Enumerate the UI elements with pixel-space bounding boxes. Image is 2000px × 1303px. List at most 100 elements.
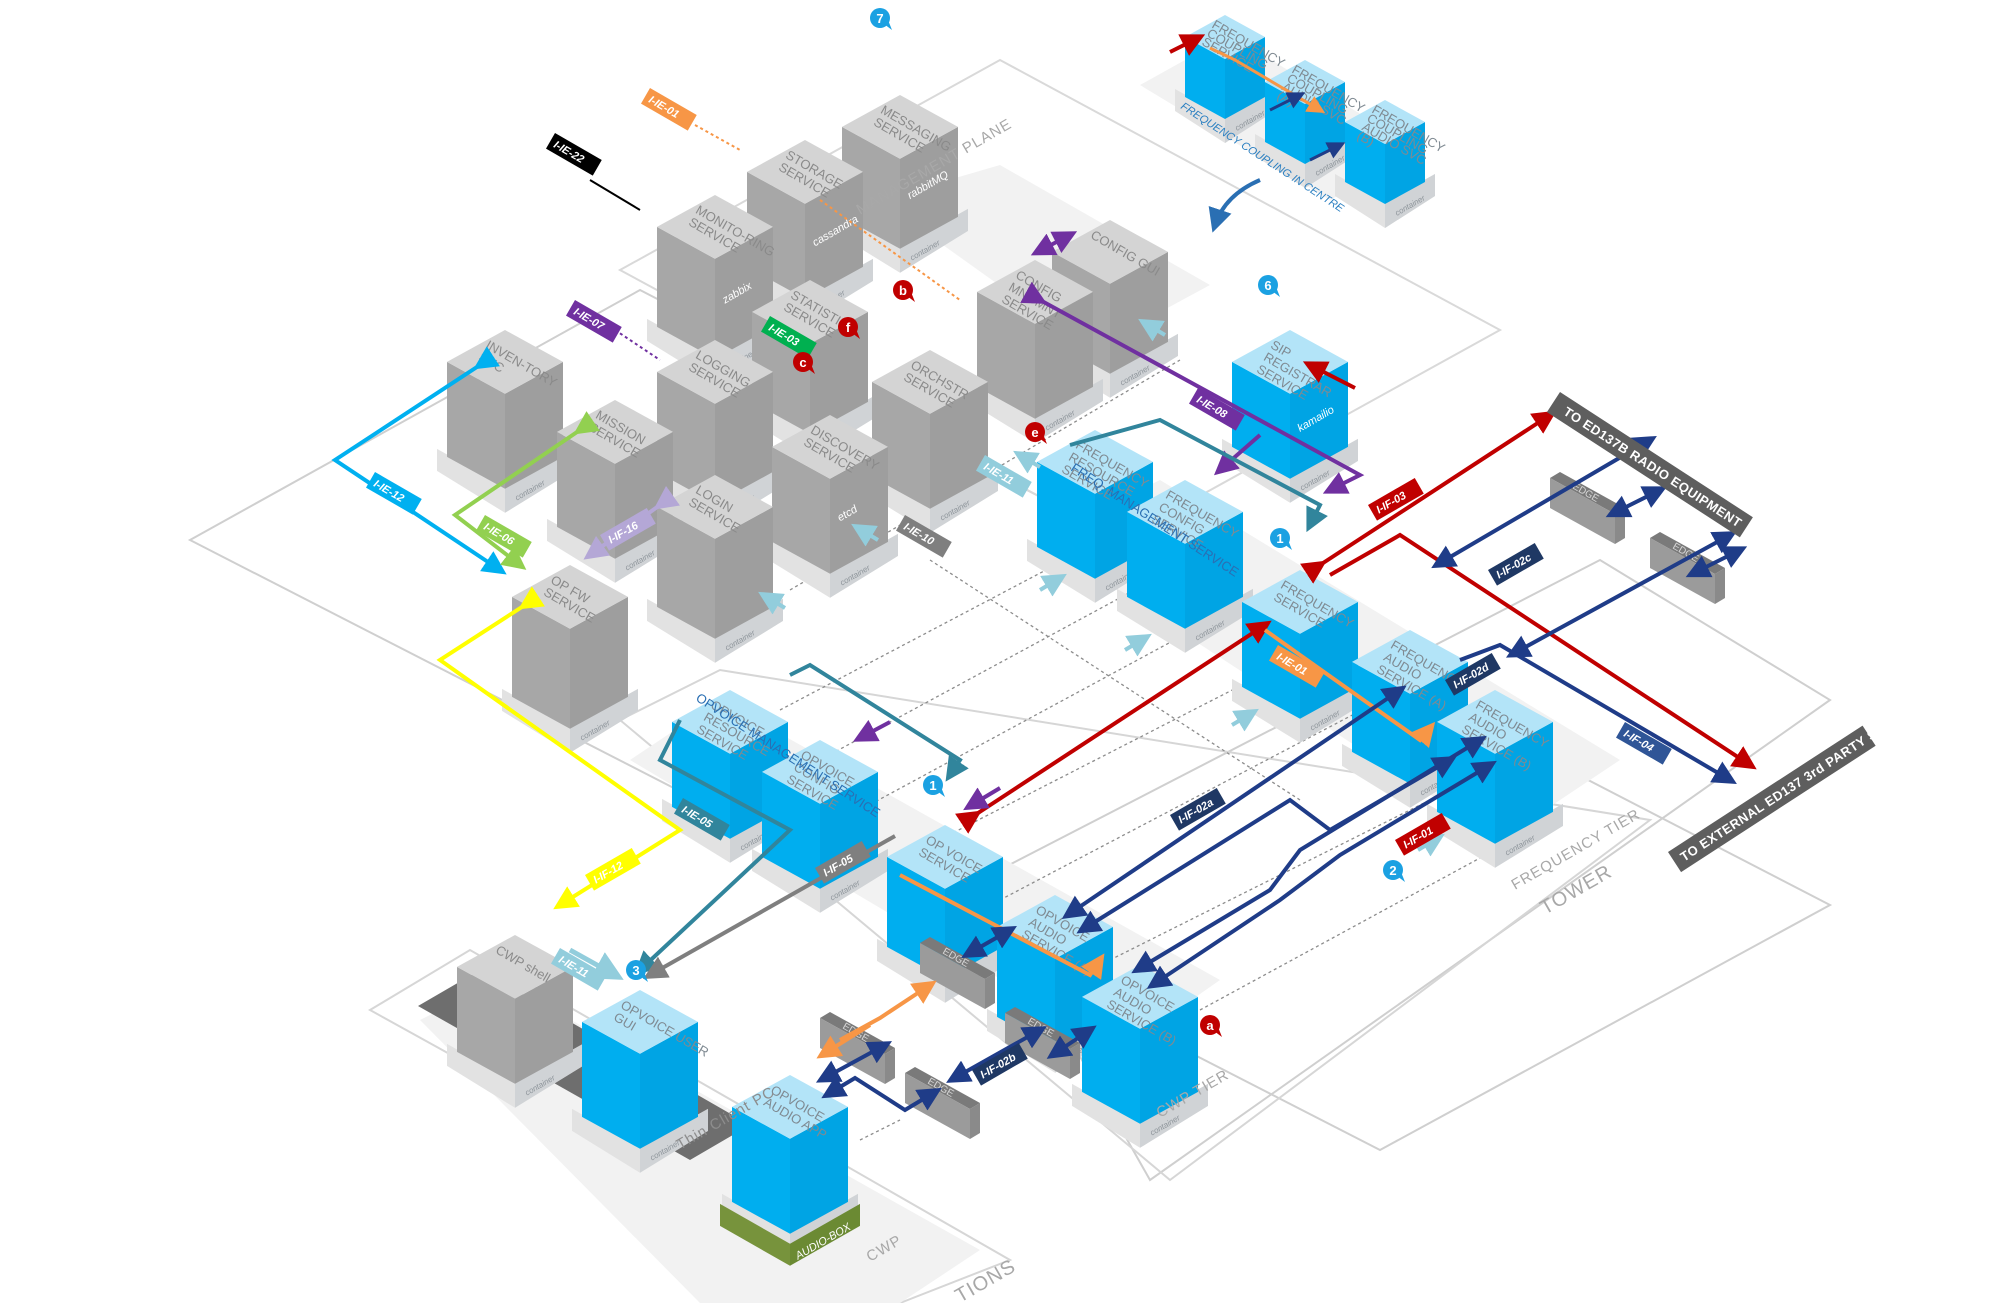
box-right-face (640, 1021, 698, 1149)
arrow-navy-if-04 (1459, 642, 1737, 785)
box-top-face (657, 475, 773, 539)
interface-tag-bg (1170, 788, 1226, 831)
badge-label: c (799, 355, 806, 370)
box-right-face (805, 171, 863, 299)
interface-tag-ie-12-blue: I-IE-12 (366, 472, 422, 515)
arrow-purple-freq-config (1213, 433, 1262, 476)
box-top-face (762, 740, 878, 804)
box-left-face (457, 966, 515, 1084)
arrow-if-03-to-radio (1300, 410, 1557, 584)
container-base-side (640, 1108, 708, 1173)
box-top-face (872, 350, 988, 414)
arrow-navy-fc (1269, 92, 1306, 112)
badge-label: e (1031, 425, 1038, 440)
external-label-bg (1668, 725, 1876, 873)
badge-b1-opvoice: 1 (923, 775, 945, 797)
arrow-sky-5 (1038, 573, 1067, 597)
arrow-sky-1 (758, 591, 787, 615)
interface-tag-bg (566, 300, 622, 343)
interface-tag-bg (1368, 478, 1424, 521)
interface-tag-bg (1395, 813, 1451, 856)
connection-arrows (331, 34, 1757, 1113)
arrow-purple-opvoice-config (852, 719, 891, 742)
box-left-face (1345, 122, 1385, 204)
box-left-face (1185, 37, 1225, 119)
interface-tag-bg (551, 948, 607, 991)
arrow-navy-02b (946, 1026, 1047, 1083)
interface-tag-bg (976, 455, 1032, 498)
arrow-fc-red (1169, 34, 1206, 56)
box-left-face (657, 226, 715, 359)
interface-tag-bg (585, 848, 641, 891)
box-top-face (772, 415, 888, 479)
arrow-navy-fc2 (1309, 142, 1346, 162)
arrow-blue-ie-12 (331, 346, 507, 575)
edge-device: EDGE (920, 937, 995, 1009)
interface-tag-bg (546, 133, 602, 176)
container-base-side (900, 208, 968, 273)
line-black-ie-22 (589, 179, 641, 211)
box-top-face (582, 990, 698, 1054)
line-orange-dashed (694, 124, 741, 151)
box-right-face (515, 966, 573, 1084)
interface-tag-if-02c: I-IF-02c (1488, 543, 1544, 586)
box-top-face (672, 690, 788, 754)
interface-tag-ie-22: I-IE-22 (546, 133, 602, 176)
interface-tag-if-02a: I-IF-02a (1170, 788, 1226, 831)
container-base-side (830, 533, 898, 598)
badge-bb: b (893, 280, 915, 302)
arrow-config-gui-link (1030, 231, 1078, 256)
box-left-face (772, 446, 830, 574)
badge-label: f (846, 320, 851, 335)
box-right-face (790, 1106, 848, 1234)
service-boxes: containerMESSAGINGSERVICErabbitMQcontain… (437, 15, 1725, 1266)
container-base-side (820, 848, 888, 913)
box-top-face (1352, 630, 1468, 694)
arrow-sky-4 (1138, 318, 1167, 342)
interface-tag-bg (366, 472, 422, 515)
box-top-face (842, 95, 958, 159)
box-left-face (732, 1106, 790, 1234)
badge-label: 1 (1276, 531, 1283, 546)
arrow-teal-opvoice-mgmt (789, 662, 969, 782)
interface-tag-bg (600, 508, 656, 551)
box-top-face (732, 1075, 848, 1139)
box-top-face (457, 935, 573, 999)
interface-tag-bg (1189, 388, 1245, 431)
zone-outlines (187, 35, 1833, 1303)
badge-label: a (1206, 1018, 1214, 1033)
arrow-sky-3 (1013, 450, 1042, 474)
interface-tag-if-red-2: I-IF-01 (1395, 813, 1451, 856)
badge-bf: f (838, 317, 860, 339)
interface-tag-bg (1488, 543, 1544, 586)
box-right-face (1385, 122, 1425, 204)
arrow-sky-6 (1123, 633, 1152, 657)
arrow-sky-8 (1416, 833, 1445, 857)
badge-label: 6 (1264, 278, 1271, 293)
container-base-side (930, 468, 998, 533)
interface-tag-if-12: I-IF-12 (585, 848, 641, 891)
interface-tags: I-IE-01I-IE-22I-IE-03I-IE-07I-IE-12I-IE-… (366, 88, 1672, 1086)
badge-label: b (899, 283, 907, 298)
arrow-navy-edge-top1 (1605, 486, 1668, 518)
interface-tag-ie-purple-dashed: I-IE-07 (566, 300, 622, 343)
badge-b3: 3 (626, 960, 648, 982)
box-right-face (570, 596, 628, 729)
box-left-face (1127, 511, 1185, 629)
container-base-side (515, 1043, 583, 1108)
interface-tag-bg (674, 798, 730, 841)
badge-label: 7 (876, 11, 883, 26)
container-base-side (1225, 89, 1275, 143)
badge-bc: c (793, 352, 815, 374)
arrow-purple-opvoice (963, 786, 1002, 811)
